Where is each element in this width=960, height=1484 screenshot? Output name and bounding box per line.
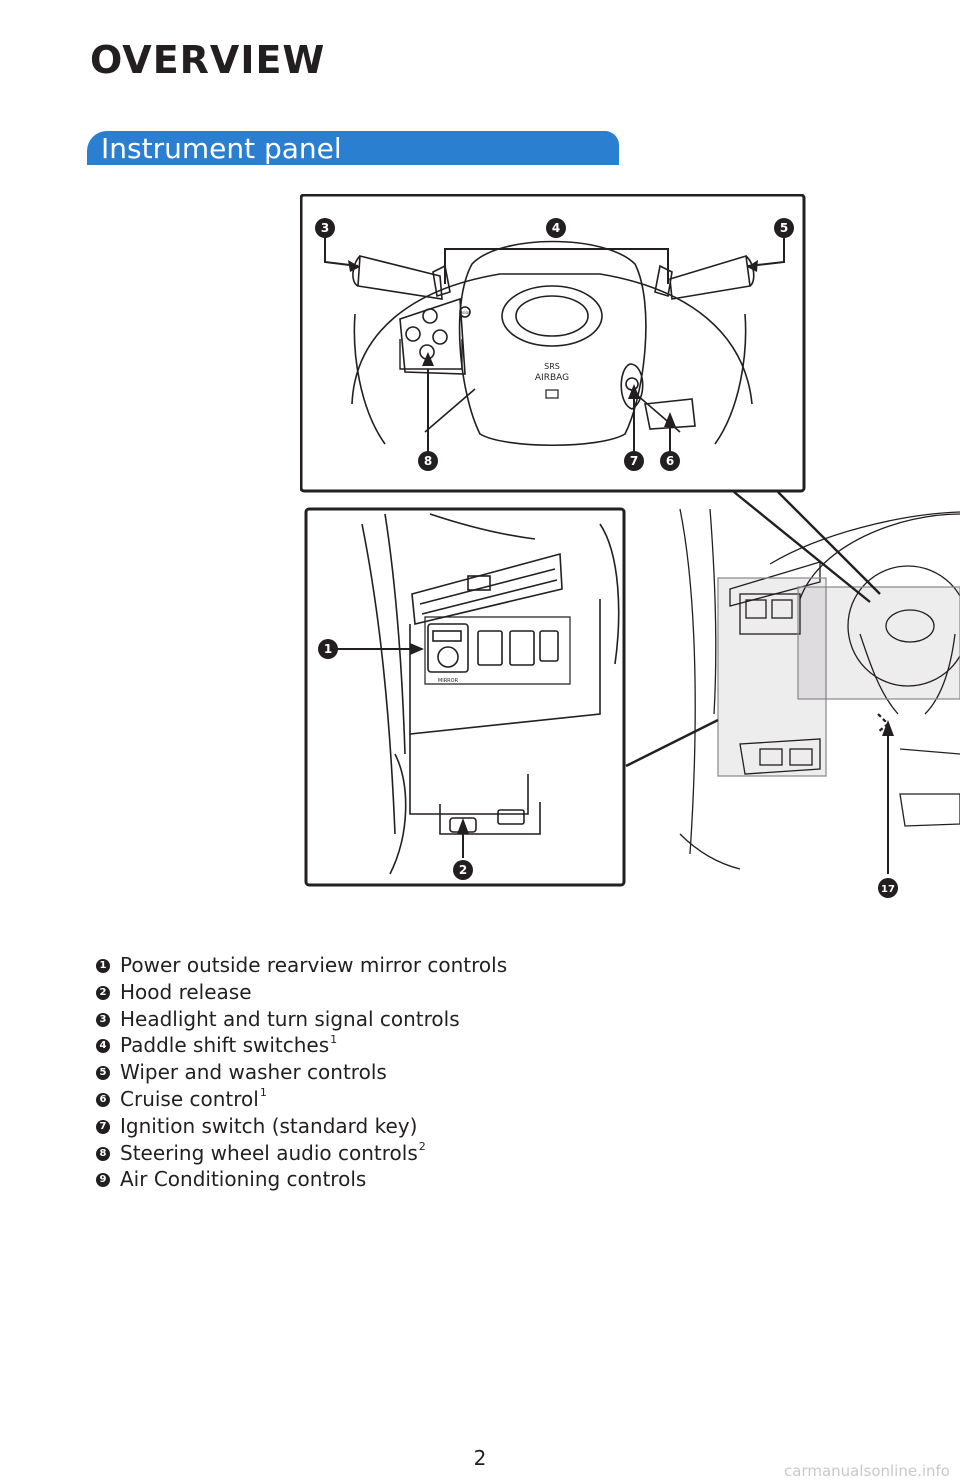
airbag-label-line2: AIRBAG bbox=[535, 373, 569, 383]
legend-text: Paddle shift switches bbox=[120, 1033, 330, 1058]
cockpit-highlight-box bbox=[717, 577, 827, 777]
watermark: carmanualsonline.info bbox=[784, 1462, 950, 1480]
page-title: OVERVIEW bbox=[90, 38, 326, 82]
footnote-marker: 2 bbox=[418, 1139, 426, 1153]
legend-text: Cruise control bbox=[120, 1086, 259, 1111]
legend-number-badge: 3 bbox=[96, 1012, 110, 1027]
legend-item: 1 Power outside rearview mirror controls bbox=[96, 952, 796, 979]
legend-item: 3 Headlight and turn signal controls bbox=[96, 1006, 796, 1033]
legend-number-badge: 8 bbox=[96, 1146, 110, 1161]
legend-text: Power outside rearview mirror controls bbox=[120, 953, 508, 977]
mode-button-label: MODE bbox=[460, 311, 472, 315]
legend-number-badge: 1 bbox=[96, 959, 110, 973]
legend-text: Ignition switch (standard key) bbox=[120, 1113, 418, 1138]
legend-item: 8 Steering wheel audio controls2 bbox=[96, 1140, 796, 1167]
legend-item: 2 Hood release bbox=[96, 979, 796, 1006]
legend-number-badge: 6 bbox=[96, 1092, 110, 1107]
footnote-marker: 1 bbox=[330, 1032, 338, 1046]
page-number: 2 bbox=[473, 1446, 487, 1470]
legend-item: 5 Wiper and washer controls bbox=[96, 1059, 796, 1086]
section-title: Instrument panel bbox=[101, 132, 342, 165]
legend-text: Headlight and turn signal controls bbox=[120, 1006, 460, 1031]
callout-2: 2 bbox=[459, 863, 467, 877]
cockpit-overview-drawing bbox=[679, 508, 960, 870]
callout-4: 4 bbox=[552, 221, 560, 235]
dash-left-drawing bbox=[361, 513, 620, 875]
legend-text: Hood release bbox=[120, 979, 252, 1004]
legend-number-badge: 2 bbox=[96, 985, 110, 1000]
callout-7: 7 bbox=[630, 454, 638, 468]
legend-text: Air Conditioning controls bbox=[120, 1167, 367, 1192]
callout-badges bbox=[315, 218, 898, 898]
legend-item: 9 Air Conditioning controls bbox=[96, 1166, 796, 1193]
legend-text: Steering wheel audio controls bbox=[120, 1140, 418, 1165]
cockpit-wheel-highlight bbox=[797, 586, 960, 700]
legend-item: 7 Ignition switch (standard key) bbox=[96, 1113, 796, 1140]
airbag-icon bbox=[545, 389, 559, 399]
instrument-panel-illustration: SRS AIRBAG MODE bbox=[300, 194, 960, 898]
callout-5: 5 bbox=[780, 221, 788, 235]
legend-number-badge: 9 bbox=[96, 1173, 110, 1188]
mirror-switch-label: MIRROR bbox=[438, 678, 459, 684]
callout-17: 17 bbox=[881, 884, 895, 895]
callout-1: 1 bbox=[324, 642, 332, 656]
legend-text: Wiper and washer controls bbox=[120, 1060, 387, 1085]
steering-wheel-drawing bbox=[351, 240, 755, 446]
legend-number-badge: 7 bbox=[96, 1119, 110, 1134]
footnote-marker: 1 bbox=[259, 1086, 267, 1100]
dash-detail-frame bbox=[304, 507, 626, 887]
section-banner: Instrument panel bbox=[87, 131, 619, 165]
legend-item: 4 Paddle shift switches1 bbox=[96, 1032, 796, 1059]
callout-6: 6 bbox=[666, 454, 674, 468]
legend-number-badge: 4 bbox=[96, 1039, 110, 1054]
callout-3: 3 bbox=[321, 221, 329, 235]
legend-item: 6 Cruise control1 bbox=[96, 1086, 796, 1113]
airbag-label-line1: SRS bbox=[544, 362, 560, 371]
wheel-detail-frame bbox=[300, 194, 806, 493]
callout-8: 8 bbox=[424, 454, 432, 468]
legend-number-badge: 5 bbox=[96, 1066, 110, 1081]
